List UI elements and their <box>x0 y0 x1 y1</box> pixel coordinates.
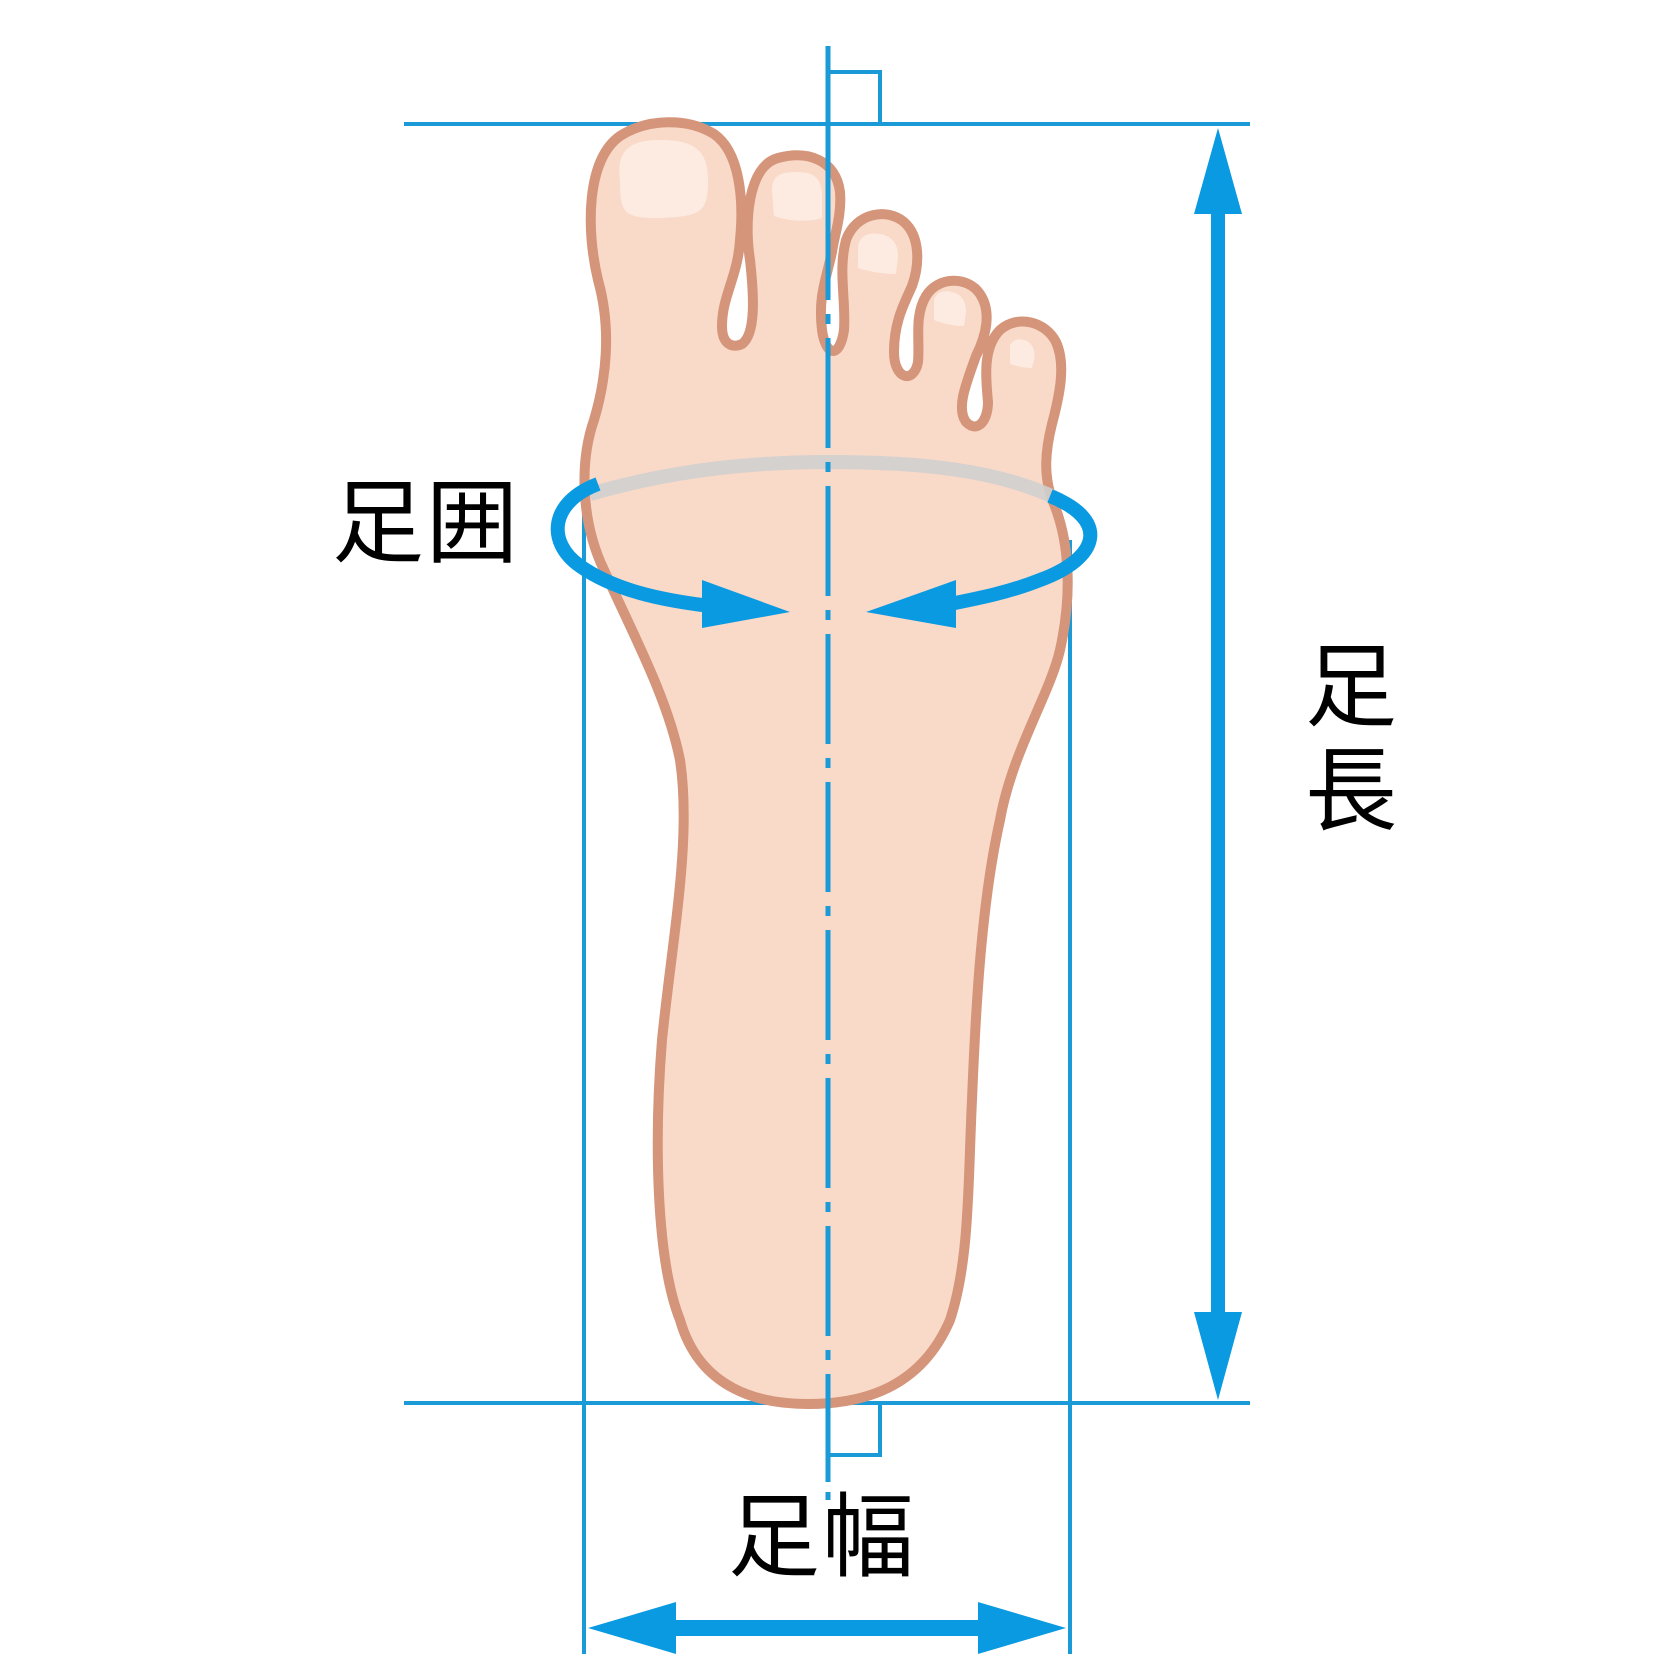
third-toe-nail <box>858 233 898 274</box>
girth-label: 足囲 <box>332 470 521 577</box>
girth-arrowhead-left <box>866 580 956 628</box>
big-toe-nail <box>619 140 708 218</box>
width-label: 足幅 <box>728 1484 917 1591</box>
girth-arrows <box>550 477 1098 628</box>
fourth-toe-nail <box>934 291 966 326</box>
length-arrow-shaft <box>1211 210 1225 1320</box>
length-label-char-1: 足 <box>1304 634 1399 741</box>
girth-loop-left <box>550 477 711 613</box>
length-label-char-2: 長 <box>1304 738 1399 845</box>
width-arrowhead-left <box>588 1602 676 1654</box>
width-arrow-shaft <box>670 1620 984 1636</box>
width-arrow <box>588 1602 1066 1654</box>
second-toe-nail <box>772 172 822 221</box>
fifth-toe-nail <box>1010 339 1035 368</box>
girth-arrowhead-right <box>702 580 790 628</box>
right-angle-marker-top <box>828 70 882 124</box>
length-arrowhead-up <box>1194 128 1242 214</box>
length-label: 足 長 <box>1302 636 1402 844</box>
width-arrowhead-right <box>978 1602 1066 1654</box>
right-angle-marker-bottom <box>828 1403 882 1457</box>
girth-loop-right <box>948 489 1098 611</box>
length-arrow <box>1194 128 1242 1400</box>
length-arrowhead-down <box>1194 1312 1242 1400</box>
